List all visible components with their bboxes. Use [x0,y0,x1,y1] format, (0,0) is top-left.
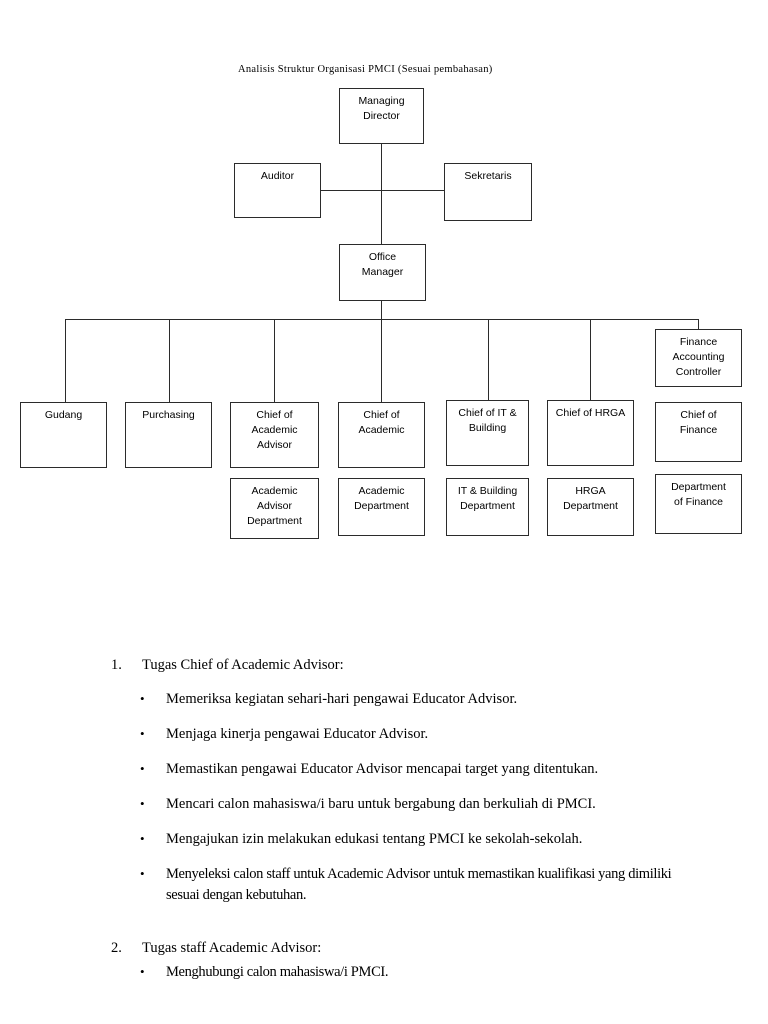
node-managing-director: Managing Director [339,88,424,144]
bullet-text: Mengajukan izin melakukan edukasi tentan… [166,831,583,847]
node-label-purchasing: Purchasing [142,409,195,421]
node-label-hrga-department: HRGA Department [563,485,618,512]
bullet-item: • Mengajukan izin melakukan edukasi tent… [140,829,676,850]
bullet-icon: • [140,831,145,846]
list-item-1: 1. Tugas Chief of Academic Advisor: [111,655,768,675]
organization-chart: Analisis Struktur Organisasi PMCI (Sesua… [20,64,742,539]
node-chief-of-hrga: Chief of HRGA [547,400,634,466]
connector-drop-chief-academic [381,319,383,402]
bullet-icon: • [140,691,145,706]
node-office-manager: Office Manager [339,244,426,301]
connector-md-to-bus [381,144,383,191]
bullet-item: • Memeriksa kegiatan sehari-hari pengawa… [140,689,676,710]
bullet-text: Memastikan pengawai Educator Advisor men… [166,761,599,777]
bullet-text: Menjaga kinerja pengawai Educator Adviso… [166,726,429,742]
connector-drop-chief-hrga [590,319,592,400]
list-item-2: 2. Tugas staff Academic Advisor: [111,938,768,958]
list-number-1: 1. [111,657,122,673]
node-label-academic-department: Academic Department [354,485,409,512]
bullet-item: • Mencari calon mahasiswa/i baru untuk b… [140,794,676,815]
node-finance-accounting-controller: Finance Accounting Controller [655,329,742,387]
connector-drop-gudang [65,319,67,402]
node-label-sekretaris: Sekretaris [464,170,512,182]
node-chief-of-it-building: Chief of IT & Building [446,400,529,466]
connector-drop-chief-it-building [488,319,490,400]
node-department-of-finance: Department of Finance [655,474,742,534]
bullet-item: • Memastikan pengawai Educator Advisor m… [140,759,676,780]
list-title-2: Tugas staff Academic Advisor: [142,940,322,956]
bullet-text: Memeriksa kegiatan sehari-hari pengawai … [166,691,518,707]
bullet-text: Menghubungi calon mahasiswa/i PMCI. [166,964,389,980]
connector-drop-purchasing [169,319,171,402]
connector-auditor-sekretaris [321,190,444,192]
node-label-chief-of-hrga: Chief of HRGA [555,407,626,419]
node-hrga-department: HRGA Department [547,478,634,536]
bullet-icon: • [140,796,145,811]
bullet-item: • Menghubungi calon mahasiswa/i PMCI. [140,962,676,983]
node-chief-of-academic: Chief of Academic [338,402,425,468]
node-label-auditor: Auditor [260,170,295,182]
connector-office-manager-down [381,301,383,320]
bullet-text: Menyeleksi calon staff untuk Academic Ad… [166,866,672,903]
chart-title: Analisis Struktur Organisasi PMCI (Sesua… [238,64,493,75]
node-gudang: Gudang [20,402,107,468]
node-label-office-manager: Office Manager [361,251,404,278]
connector-drop-finance-controller [698,319,700,329]
bullet-item: • Menjaga kinerja pengawai Educator Advi… [140,724,676,745]
node-label-finance-accounting-controller: Finance Accounting Controller [672,336,725,378]
node-purchasing: Purchasing [125,402,212,468]
list-number-2: 2. [111,940,122,956]
node-label-chief-of-it-building: Chief of IT & Building [458,407,517,434]
bullet-item: • Menyeleksi calon staff untuk Academic … [140,864,676,906]
node-label-academic-advisor-department: Academic Advisor Department [247,485,302,527]
bullet-icon: • [140,726,145,741]
document-body: 1. Tugas Chief of Academic Advisor: • Me… [0,655,768,983]
node-label-department-of-finance: Department of Finance [671,481,726,508]
node-label-it-building-department: IT & Building Department [457,485,518,512]
connector-bus-to-office-manager [381,190,383,244]
node-label-managing-director: Managing Director [358,95,405,122]
bullet-icon: • [140,964,145,979]
node-label-chief-of-academic: Chief of Academic [358,409,405,436]
node-label-chief-of-finance: Chief of Finance [679,409,718,436]
node-auditor: Auditor [234,163,321,218]
bullet-icon: • [140,866,145,881]
bullet-text: Mencari calon mahasiswa/i baru untuk ber… [166,796,596,812]
list-title-1: Tugas Chief of Academic Advisor: [142,657,344,673]
node-chief-of-finance: Chief of Finance [655,402,742,462]
node-academic-advisor-department: Academic Advisor Department [230,478,319,539]
node-sekretaris: Sekretaris [444,163,532,221]
node-chief-of-academic-advisor: Chief of Academic Advisor [230,402,319,468]
node-label-chief-of-academic-advisor: Chief of Academic Advisor [251,409,298,451]
connector-drop-chief-academic-advisor [274,319,276,402]
node-academic-department: Academic Department [338,478,425,536]
node-it-building-department: IT & Building Department [446,478,529,536]
bullet-icon: • [140,761,145,776]
node-label-gudang: Gudang [44,409,83,421]
